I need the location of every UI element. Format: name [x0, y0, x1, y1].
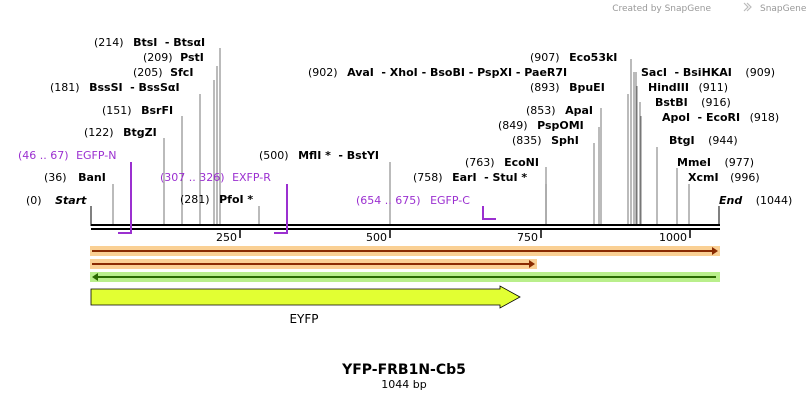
site-label-apoi: ApoI - EcoRI (918) — [662, 111, 779, 124]
site-label-saci: SacI - BsiHKAI (909) — [641, 66, 775, 79]
site-label-eari: (758) EarI - StuI * — [413, 171, 527, 184]
primer-label-egfp-n: (46 .. 67) EGFP-N — [18, 149, 116, 162]
site-label-btsi: (214) BtsI - BtsαI — [94, 36, 205, 49]
cut-site-lines — [112, 48, 690, 224]
feature-label: EYFP — [289, 312, 318, 326]
feature-arrow — [90, 285, 521, 309]
credit-text: Created by SnapGene — [612, 4, 711, 14]
site-label-xcmi: XcmI (996) — [688, 171, 760, 184]
orf-arrow-left-icon — [92, 273, 98, 281]
site-label-btgzi: (122) BtgZI — [84, 126, 157, 139]
site-label-bani: (36) BanI — [44, 171, 106, 184]
site-label-psti: (209) PstI — [143, 51, 204, 64]
ruler-tick-label: 250 — [216, 231, 237, 244]
site-label-mmei: MmeI (977) — [677, 156, 754, 169]
ruler-tick-label: 750 — [517, 231, 538, 244]
primer-egfp-c-marker — [482, 206, 496, 220]
site-label-sfci: (205) SfcI — [133, 66, 193, 79]
site-label-sphi: (835) SphI — [512, 134, 579, 147]
site-label-mfli: (500) MflI * - BstYI — [259, 149, 379, 162]
map-length: 1044 bp — [381, 378, 426, 391]
site-label-bsrfi: (151) BsrFI — [102, 104, 173, 117]
feature-eyfp: EYFP — [90, 285, 521, 326]
snapgene-logo-icon — [743, 2, 752, 12]
site-label-apai: (853) ApaI — [526, 104, 593, 117]
primer-label-egfp-c: (654 .. 675) EGFP-C — [356, 194, 470, 207]
site-label-econi: (763) EcoNI — [465, 156, 539, 169]
site-label-avai: (902) AvaI - XhoI - BsoBI - PspXI - PaeR… — [308, 66, 567, 79]
primer-exfp-r-marker — [274, 184, 288, 234]
site-label-bsssi: (181) BssSI - BssSαI — [50, 81, 180, 94]
map-title-block: YFP-FRB1N-Cb5 1044 bp — [341, 362, 466, 391]
site-label-btgi: BtgI (944) — [669, 134, 738, 147]
site-label-end: End (1044) — [719, 194, 792, 207]
ruler-tick-label: 500 — [366, 231, 387, 244]
site-label-hindiii: HindIII (911) — [648, 81, 728, 94]
site-label-bpuei: (893) BpuEI — [530, 81, 605, 94]
sequence-backbone — [90, 206, 720, 230]
primer-egfp-n-marker — [118, 162, 132, 234]
orf-bars — [90, 246, 720, 282]
ruler-tick-label: 1000 — [659, 231, 687, 244]
ruler: 250 500 750 1000 — [216, 230, 691, 244]
primer-markers — [118, 162, 496, 234]
map-title: YFP-FRB1N-Cb5 — [341, 362, 466, 378]
site-label-pfoi: (281) PfoI * — [180, 193, 253, 206]
primer-label-exfp-r: (307 .. 326) EXFP-R — [160, 171, 271, 184]
snapgene-brand: SnapGene — [760, 4, 807, 14]
orf-arrow-right-icon — [712, 247, 718, 255]
site-labels: (214) BtsI - BtsαI (209) PstI (205) SfcI… — [18, 36, 792, 207]
site-label-pspomi: (849) PspOMI — [498, 119, 584, 132]
site-label-bstbi: BstBI (916) — [655, 96, 731, 109]
orf-arrow-right-icon — [529, 260, 535, 268]
site-label-eco53ki: (907) Eco53kI — [530, 51, 617, 64]
snapgene-credit: Created by SnapGene SnapGene — [612, 2, 807, 14]
site-label-start: (0) Start — [26, 194, 87, 207]
